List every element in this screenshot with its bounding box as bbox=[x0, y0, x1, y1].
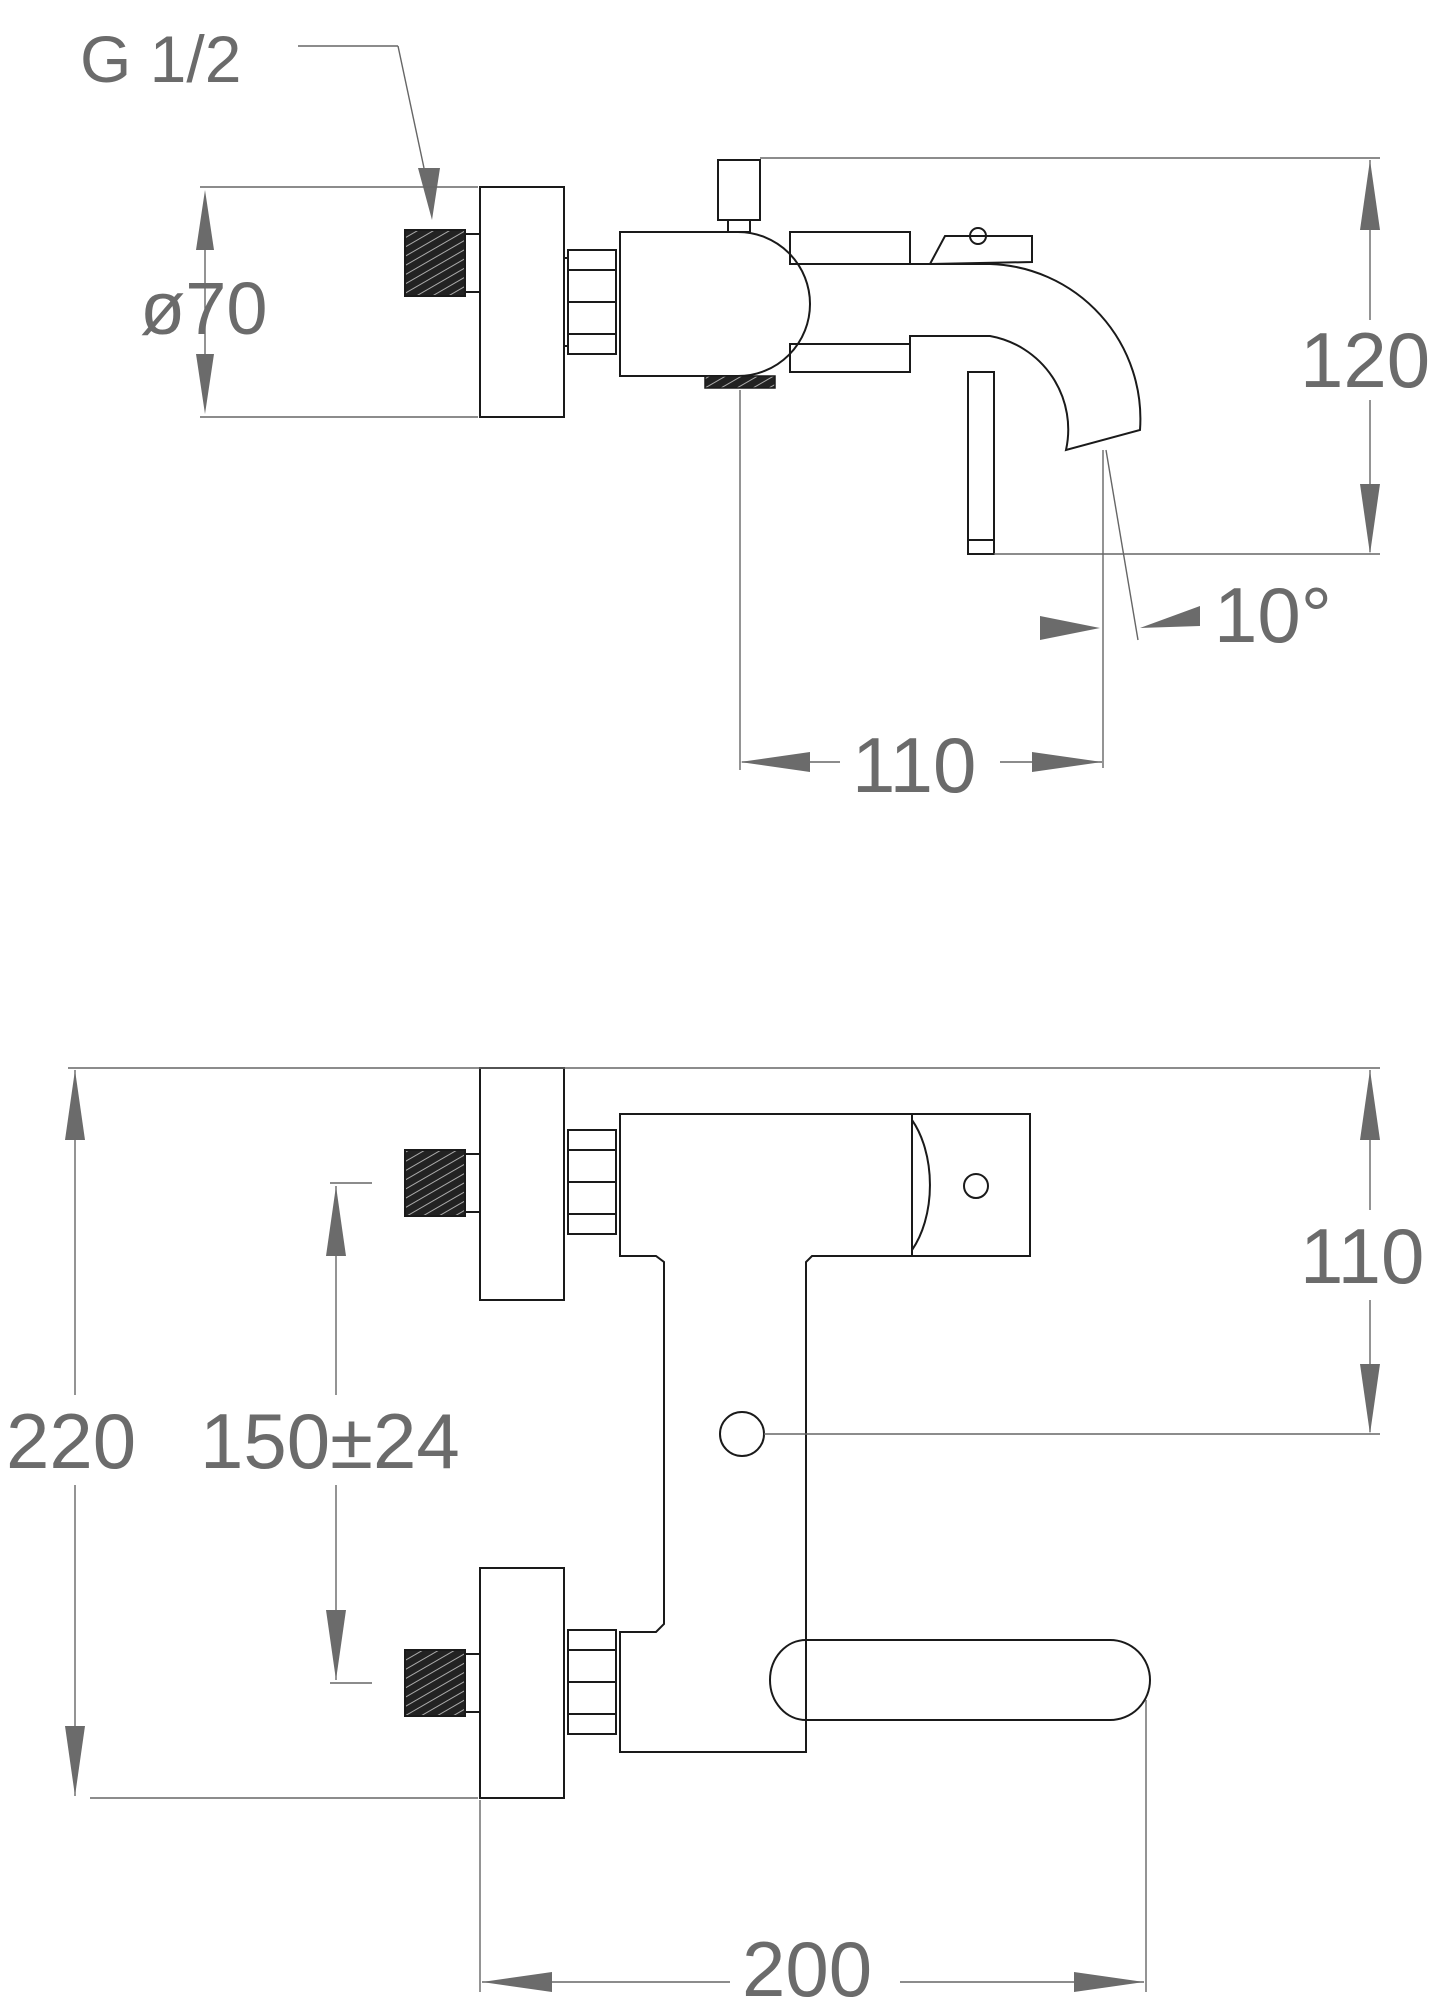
side-view: G 1/2 ø70 120 10° 110 bbox=[80, 22, 1440, 809]
spout-projection-label: 110 bbox=[852, 721, 976, 809]
front-view: 220 150±24 110 200 bbox=[0, 1067, 1440, 2000]
mixer-height-label: 120 bbox=[1300, 316, 1430, 404]
front-lever-handle bbox=[912, 1113, 1031, 1257]
side-shower-outlet bbox=[704, 375, 776, 389]
front-lower-hex-nut bbox=[567, 1629, 617, 1735]
front-upper-wall-plate bbox=[479, 1067, 565, 1301]
spout-angle-label: 10° bbox=[1214, 571, 1332, 659]
total-width-label: 200 bbox=[742, 1925, 872, 2000]
wall-plate-diameter-label: ø70 bbox=[140, 267, 268, 350]
side-hex-nut bbox=[563, 249, 617, 355]
thread-size-label: G 1/2 bbox=[80, 22, 241, 96]
side-lever-rod bbox=[967, 371, 995, 555]
total-height-label: 220 bbox=[6, 1397, 136, 1485]
side-threaded-inlet bbox=[404, 229, 466, 297]
front-spout bbox=[806, 1639, 1151, 1721]
front-lower-wall-plate bbox=[479, 1567, 565, 1799]
front-upper-threaded-inlet bbox=[404, 1149, 466, 1217]
side-wall-plate bbox=[479, 186, 565, 418]
inlet-spacing-label: 150±24 bbox=[200, 1397, 460, 1485]
side-spout bbox=[800, 263, 1142, 452]
upper-height-label: 110 bbox=[1300, 1212, 1424, 1300]
front-diverter-button bbox=[719, 1411, 765, 1457]
front-lever-pivot bbox=[963, 1173, 989, 1199]
side-mixer-body bbox=[619, 231, 811, 377]
side-lever-base bbox=[928, 235, 1033, 266]
front-upper-hex-nut bbox=[567, 1129, 617, 1235]
side-diverter-knob bbox=[717, 159, 761, 221]
front-mixer-body bbox=[619, 1113, 913, 1753]
front-lower-threaded-inlet bbox=[404, 1649, 466, 1717]
